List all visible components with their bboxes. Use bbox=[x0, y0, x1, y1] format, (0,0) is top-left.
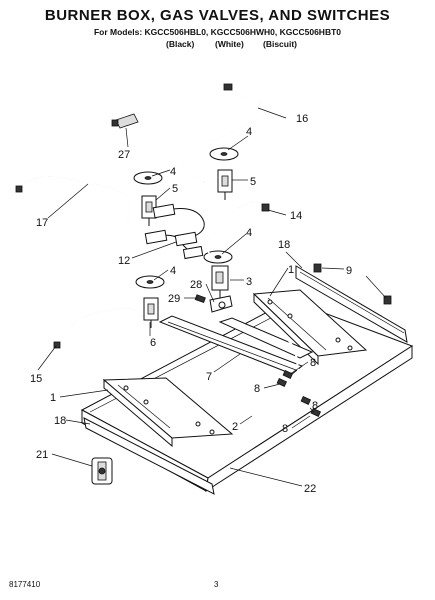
callout-21: 21 bbox=[36, 449, 48, 461]
callout-27: 27 bbox=[118, 149, 130, 161]
callout-29: 29 bbox=[168, 293, 180, 305]
callout-14: 14 bbox=[290, 210, 302, 222]
diagram-title: BURNER BOX, GAS VALVES, AND SWITCHES bbox=[44, 7, 391, 24]
document-number: 8177410 bbox=[9, 580, 41, 589]
callout-5: 5 bbox=[250, 176, 256, 188]
callout-15: 15 bbox=[30, 373, 42, 385]
tube-14 bbox=[205, 202, 270, 255]
callout-8: 8 bbox=[254, 383, 260, 395]
callout-5: 5 bbox=[172, 183, 178, 195]
callout-6: 6 bbox=[150, 337, 156, 349]
models-line: For Models: KGCC506HBL0, KGCC506HWH0, KG… bbox=[93, 27, 342, 37]
callout-12: 12 bbox=[118, 255, 130, 267]
switch-washer-mid bbox=[203, 250, 233, 264]
tube-17 bbox=[15, 175, 132, 223]
screw-29 bbox=[194, 294, 206, 304]
callout-4: 4 bbox=[246, 227, 252, 239]
callout-4: 4 bbox=[246, 126, 252, 138]
callout-18: 18 bbox=[54, 415, 66, 427]
gas-valve-upper-right bbox=[217, 169, 233, 200]
callout-17: 17 bbox=[36, 217, 48, 229]
callout-1: 1 bbox=[288, 264, 294, 276]
screw-set-8 bbox=[276, 369, 322, 417]
side-shield-left bbox=[83, 417, 215, 495]
burner-bracket-front bbox=[102, 377, 234, 448]
pressure-regulator bbox=[91, 457, 113, 485]
side-shield-right bbox=[295, 265, 408, 343]
switch-washer-upper-right bbox=[209, 147, 239, 161]
gas-valve-mid bbox=[211, 265, 229, 298]
callout-1: 1 bbox=[50, 392, 56, 404]
u-burner-tube bbox=[241, 337, 305, 421]
switch-washer-lower bbox=[135, 275, 165, 289]
gas-valve-lower bbox=[143, 297, 159, 328]
callout-4: 4 bbox=[170, 166, 176, 178]
callout-18: 18 bbox=[278, 239, 290, 251]
callout-numbers: 16 27 4 4 5 5 17 14 12 4 18 1 9 3 4 28 2… bbox=[30, 113, 352, 495]
callout-9: 9 bbox=[346, 265, 352, 277]
callout-8: 8 bbox=[282, 423, 288, 435]
switch-harness bbox=[144, 203, 205, 260]
callout-4: 4 bbox=[170, 265, 176, 277]
variant-black: (Black) bbox=[166, 39, 195, 49]
callout-8: 8 bbox=[310, 357, 316, 369]
callout-28: 28 bbox=[190, 279, 202, 291]
callout-7: 7 bbox=[206, 371, 212, 383]
variant-biscuit: (Biscuit) bbox=[263, 39, 297, 49]
tube-15 bbox=[53, 306, 143, 349]
tube-16 bbox=[181, 83, 267, 183]
leader-lines bbox=[37, 107, 387, 487]
callout-22: 22 bbox=[304, 483, 316, 495]
burner-bracket-rear bbox=[252, 289, 368, 366]
callout-2: 2 bbox=[232, 421, 238, 433]
callout-16: 16 bbox=[296, 113, 308, 125]
page-number: 3 bbox=[214, 580, 219, 589]
small-part-27 bbox=[111, 113, 139, 129]
callout-8: 8 bbox=[312, 400, 318, 412]
variant-white: (White) bbox=[215, 39, 244, 49]
callout-3: 3 bbox=[246, 276, 252, 288]
screw-set-9 bbox=[313, 263, 392, 305]
orifice-holder-28 bbox=[209, 295, 233, 313]
